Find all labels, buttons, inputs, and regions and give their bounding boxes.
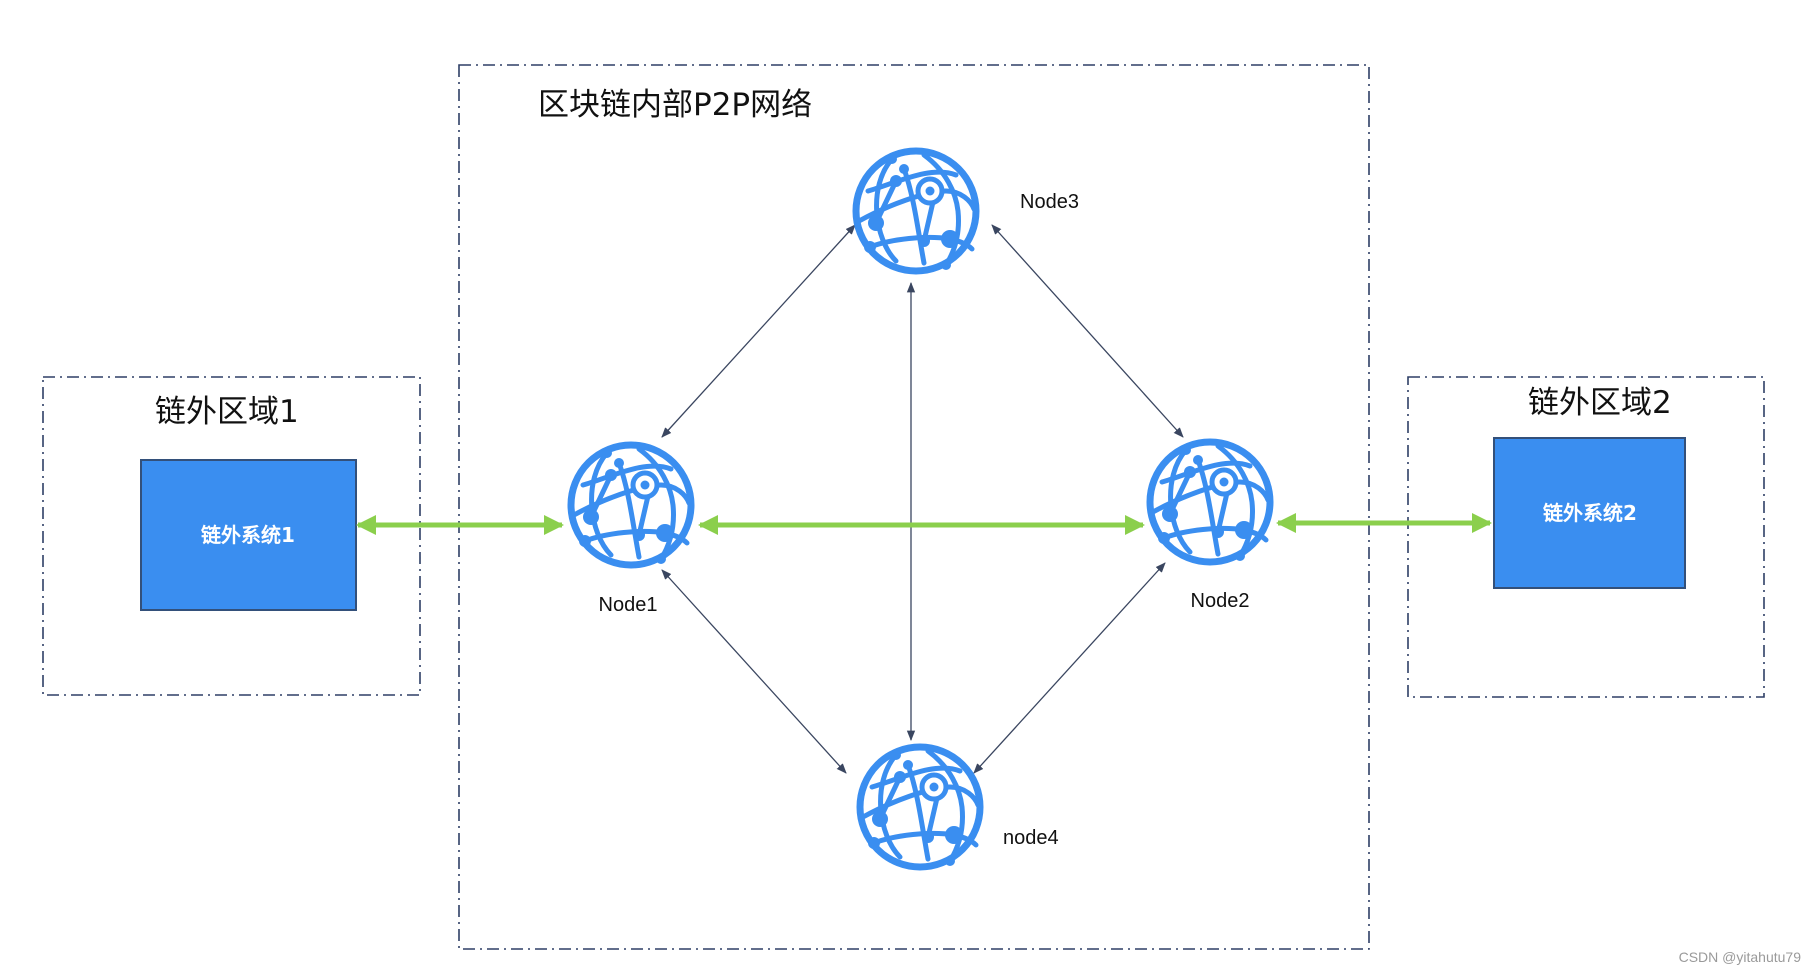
offchain-system-2-box[interactable] xyxy=(1493,437,1686,589)
link-node1-node3 xyxy=(661,224,856,438)
region-p2p-network: 区块链内部P2P网络 xyxy=(458,64,1370,950)
node1-label: Node1 xyxy=(599,594,658,616)
offchain-system-2-label: 链外系统2 xyxy=(1543,501,1637,525)
region-p2p-network-title: 区块链内部P2P网络 xyxy=(538,87,812,123)
offchain-system-2[interactable]: 链外系统2 xyxy=(1493,437,1686,589)
region-offchain-zone-2-title: 链外区域2 xyxy=(1528,385,1672,421)
link-node1-node4 xyxy=(661,569,847,774)
node4[interactable]: node4 xyxy=(860,747,1059,867)
offchain-system-1[interactable]: 链外系统1 xyxy=(140,459,357,611)
link-node3-node2 xyxy=(991,224,1184,438)
region-offchain-zone-2: 链外区域2 xyxy=(1407,376,1765,698)
region-offchain-zone-1-title: 链外区域1 xyxy=(155,394,299,430)
thin-links xyxy=(661,224,1184,774)
offchain-system-1-box[interactable] xyxy=(140,459,357,611)
network-globe-icon[interactable] xyxy=(856,151,976,271)
node3[interactable]: Node3 xyxy=(856,151,1079,271)
region-offchain-zone-1: 链外区域1 xyxy=(42,376,421,696)
region-p2p-network-border xyxy=(458,64,1370,950)
watermark: CSDN @yitahutu79 xyxy=(1679,949,1802,965)
node3-label: Node3 xyxy=(1020,191,1079,213)
link-node4-node2 xyxy=(973,562,1166,774)
region-offchain-zone-1-border xyxy=(42,376,421,696)
region-offchain-zone-2-border xyxy=(1407,376,1765,698)
node2-label: Node2 xyxy=(1191,590,1250,612)
network-globe-icon[interactable] xyxy=(571,445,691,565)
node4-label: node4 xyxy=(1003,827,1059,849)
network-globe-icon[interactable] xyxy=(1150,442,1270,562)
offchain-system-1-label: 链外系统1 xyxy=(201,523,295,547)
thick-links xyxy=(356,513,1492,535)
node1[interactable]: Node1 xyxy=(571,445,691,616)
network-globe-icon[interactable] xyxy=(860,747,980,867)
node2[interactable]: Node2 xyxy=(1150,442,1270,612)
